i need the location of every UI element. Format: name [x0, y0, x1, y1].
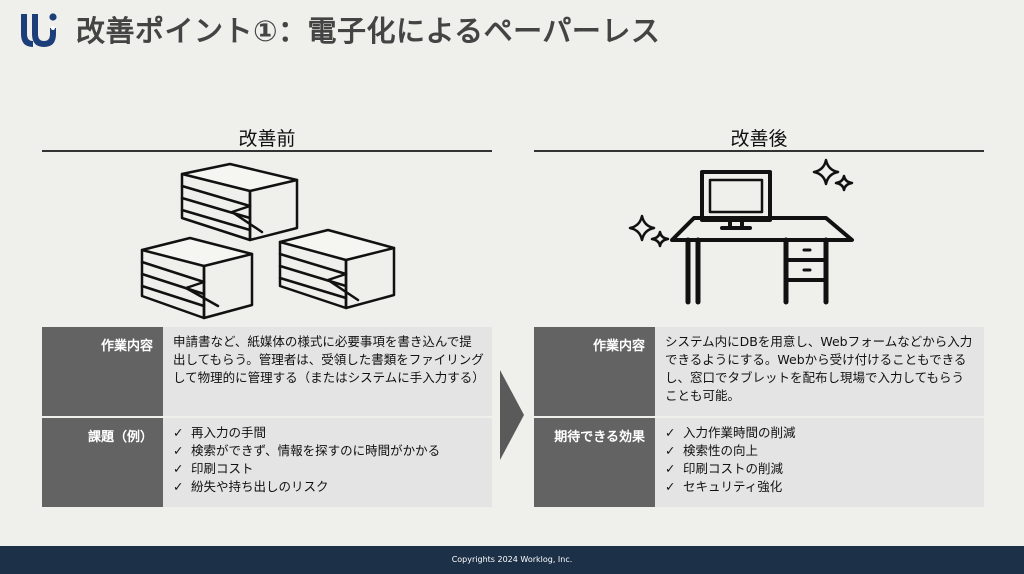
list-item: ✓入力作業時間の削減 — [665, 425, 796, 440]
page-title: 改善ポイント①：電子化によるペーパーレス — [76, 14, 661, 48]
row-label: 課題（例） — [42, 418, 163, 507]
list-item: ✓セキュリティ強化 — [665, 479, 783, 494]
row-text: 申請書など、紙媒体の様式に必要事項を書き込んで提出してもらう。管理者は、受領した… — [163, 327, 492, 416]
row-list: ✓再入力の手間 ✓検索ができず、情報を探すのに時間がかかる ✓印刷コスト ✓紛失… — [163, 418, 492, 507]
before-row-task: 作業内容 申請書など、紙媒体の様式に必要事項を書き込んで提出してもらう。管理者は… — [42, 327, 492, 416]
check-icon: ✓ — [665, 461, 676, 476]
computer-desk-illustration — [628, 158, 854, 305]
sparkle-icon — [812, 158, 854, 192]
before-table: 作業内容 申請書など、紙媒体の様式に必要事項を書き込んで提出してもらう。管理者は… — [42, 327, 492, 509]
row-label: 作業内容 — [534, 327, 655, 416]
check-icon: ✓ — [665, 443, 676, 458]
row-label: 期待できる効果 — [534, 418, 655, 507]
check-icon: ✓ — [173, 443, 184, 458]
after-row-task: 作業内容 システム内にDBを用意し、Webフォームなどから入力できるようにする。… — [534, 327, 984, 416]
worklog-logo-icon — [21, 13, 57, 47]
after-heading: 改善後 — [730, 128, 788, 150]
paper-stack-icon — [278, 228, 396, 310]
list-item: ✓検索ができず、情報を探すのに時間がかかる — [173, 443, 441, 458]
desk-icon — [670, 216, 854, 305]
paper-stack-icon — [180, 162, 299, 242]
after-table: 作業内容 システム内にDBを用意し、Webフォームなどから入力できるようにする。… — [534, 327, 984, 509]
list-item: ✓紛失や持ち出しのリスク — [173, 479, 329, 494]
row-label: 作業内容 — [42, 327, 163, 416]
chevron-right-icon — [500, 370, 524, 460]
row-list: ✓入力作業時間の削減 ✓検索性の向上 ✓印刷コストの削減 ✓セキュリティ強化 — [655, 418, 984, 507]
list-item: ✓印刷コスト — [173, 461, 254, 476]
check-icon: ✓ — [665, 425, 676, 440]
check-icon: ✓ — [173, 479, 184, 494]
check-icon: ✓ — [665, 479, 676, 494]
list-item: ✓印刷コストの削減 — [665, 461, 784, 476]
list-item: ✓検索性の向上 — [665, 443, 759, 458]
before-heading: 改善前 — [238, 128, 296, 150]
row-text: システム内にDBを用意し、Webフォームなどから入力できるようにする。Webから… — [655, 327, 984, 416]
before-divider — [42, 150, 492, 152]
paper-stack-icon — [140, 236, 254, 320]
check-icon: ✓ — [173, 425, 184, 440]
list-item: ✓再入力の手間 — [173, 425, 267, 440]
sparkle-icon — [628, 214, 670, 248]
after-divider — [534, 150, 984, 152]
footer-copyright: Copyrights 2024 Worklog, Inc. — [0, 546, 1024, 574]
before-row-issues: 課題（例） ✓再入力の手間 ✓検索ができず、情報を探すのに時間がかかる ✓印刷コ… — [42, 418, 492, 507]
after-row-effects: 期待できる効果 ✓入力作業時間の削減 ✓検索性の向上 ✓印刷コストの削減 ✓セキ… — [534, 418, 984, 507]
check-icon: ✓ — [173, 461, 184, 476]
paper-stacks-illustration — [140, 162, 396, 320]
